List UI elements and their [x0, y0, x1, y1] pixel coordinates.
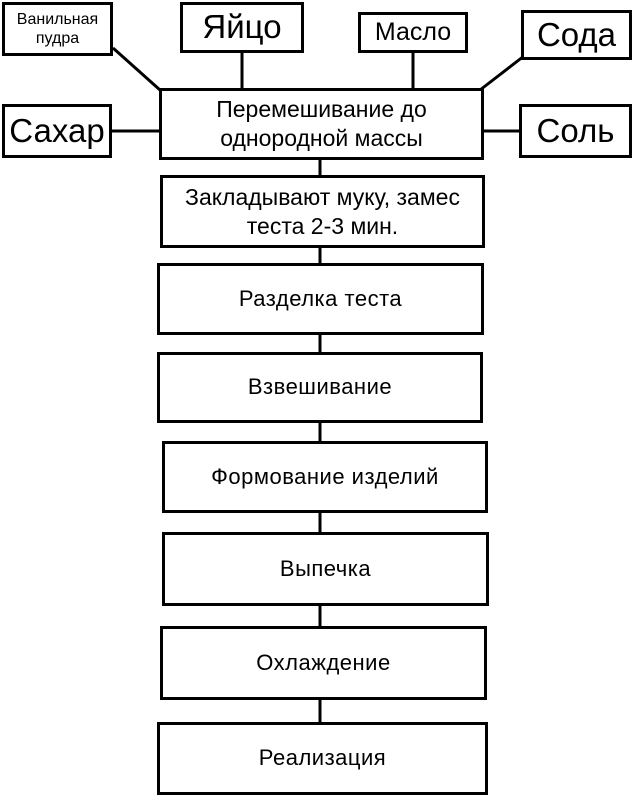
link-vanilla	[112, 46, 161, 92]
step-flour-kneading-box: Закладывают муку, замес теста 2-3 мин.	[160, 175, 485, 248]
step-weighing-label: Взвешивание	[247, 374, 393, 400]
step-baking-label: Выпечка	[279, 555, 372, 581]
step-flour-kneading-label: Закладывают муку, замес теста 2-3 мин.	[185, 183, 460, 239]
step-cooling-label: Охлаждение	[256, 649, 391, 675]
step-shaping-label: Формование изделий	[211, 463, 439, 489]
step-sale-label: Реализация	[258, 745, 387, 771]
ingredient-soda-label: Сода	[536, 15, 617, 53]
ingredient-butter-box: Масло	[358, 12, 468, 53]
ingredient-sugar-box: Сахар	[2, 104, 112, 158]
ingredient-soda-box: Сода	[521, 10, 632, 60]
ingredient-vanilla-label: Ванильная пудра	[16, 10, 99, 47]
step-cooling-box: Охлаждение	[160, 626, 487, 700]
step-mixing-label: Перемешивание до однородной массы	[216, 96, 427, 151]
step-dough-cutting-box: Разделка теста	[157, 263, 484, 335]
step-mixing-box: Перемешивание до однородной массы	[159, 88, 484, 160]
ingredient-salt-box: Соль	[519, 104, 632, 158]
step-weighing-box: Взвешивание	[157, 352, 483, 423]
step-shaping-box: Формование изделий	[162, 441, 488, 513]
ingredient-salt-label: Соль	[536, 111, 615, 149]
step-baking-box: Выпечка	[162, 532, 489, 606]
ingredient-egg-box: Яйцо	[180, 2, 304, 53]
link-soda	[479, 54, 525, 92]
ingredient-vanilla-box: Ванильная пудра	[2, 2, 113, 56]
step-sale-box: Реализация	[157, 722, 488, 795]
ingredient-egg-label: Яйцо	[202, 8, 282, 46]
ingredient-butter-label: Масло	[374, 17, 452, 46]
step-dough-cutting-label: Разделка теста	[238, 285, 403, 311]
ingredient-sugar-label: Сахар	[9, 111, 105, 149]
